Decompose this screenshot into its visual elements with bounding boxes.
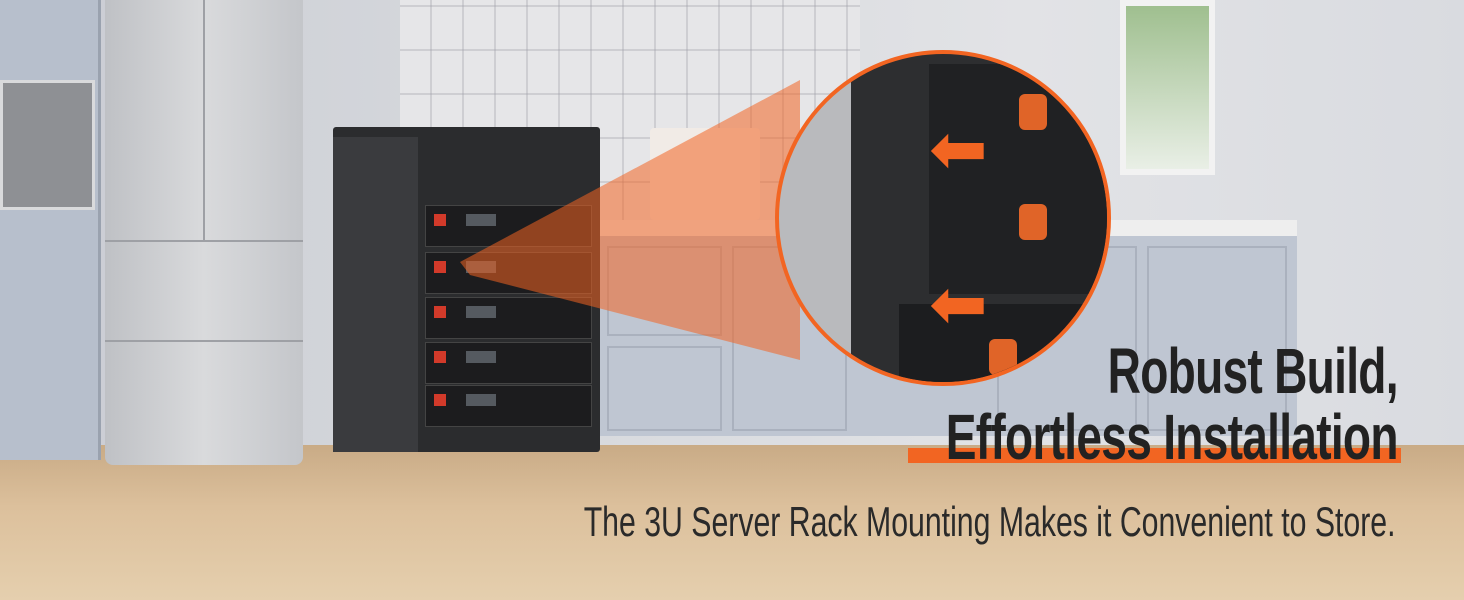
headline-underline	[908, 448, 1401, 463]
subtitle: The 3U Server Rack Mounting Makes it Con…	[584, 498, 1396, 545]
headline-line1: Robust Build,	[1107, 335, 1399, 407]
headline: Robust Build, Effortless Installation	[770, 335, 1399, 473]
refrigerator	[105, 0, 303, 465]
detail-magnifier-circle: ⬅ ⬅	[775, 50, 1111, 386]
arrow-left-icon: ⬅	[929, 265, 988, 343]
arrow-left-icon: ⬅	[929, 110, 988, 188]
window	[1120, 0, 1215, 175]
left-cabinet	[0, 0, 101, 460]
oven	[0, 80, 95, 210]
headline-line2: Effortless Installation	[945, 401, 1399, 473]
wood-floor	[0, 445, 1464, 600]
